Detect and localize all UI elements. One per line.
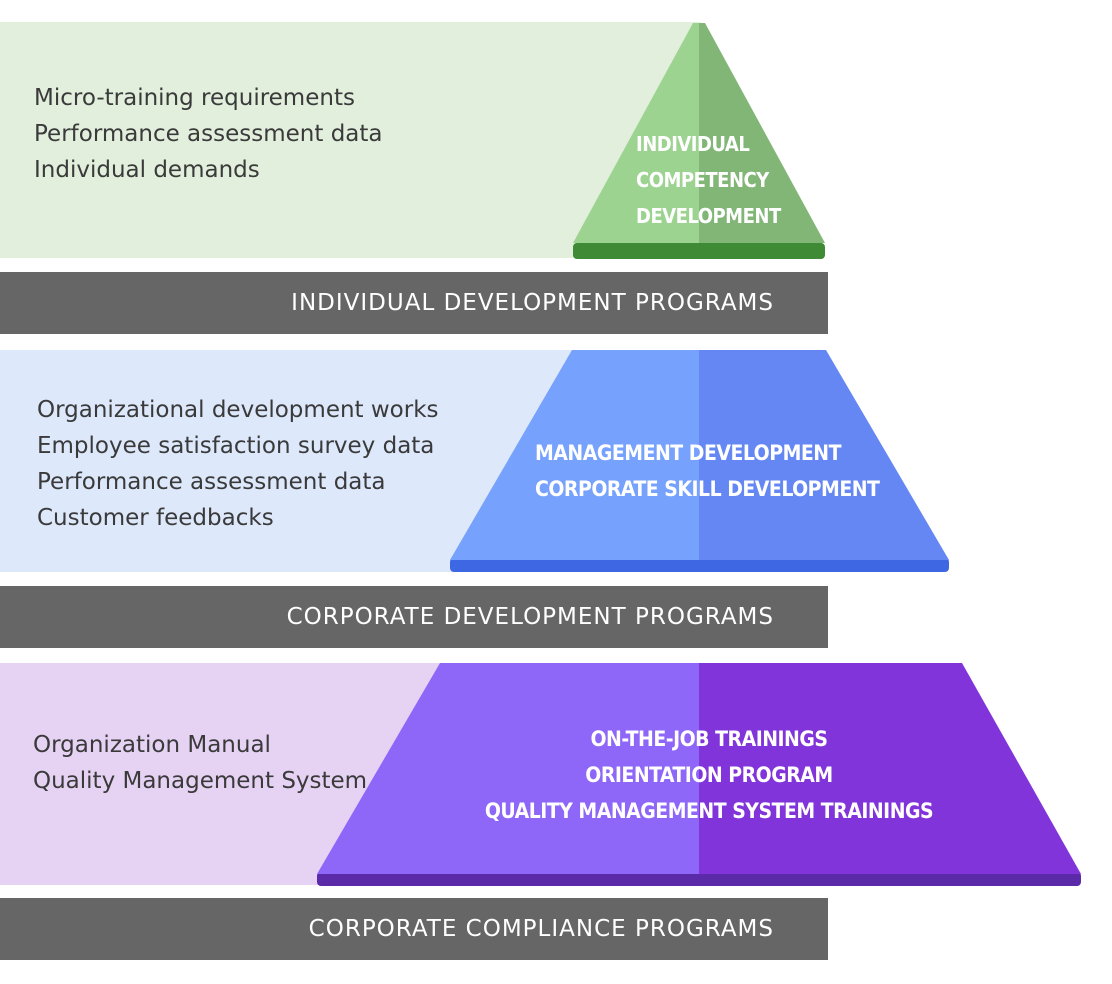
bar-label: CORPORATE DEVELOPMENT PROGRAMS <box>286 604 774 630</box>
tier-2-input-list: Organizational development works Employe… <box>37 392 439 536</box>
tier-3-shape-line: ON-THE-JOB TRAININGS <box>590 727 828 751</box>
tier-2-input-item: Customer feedbacks <box>37 505 274 531</box>
individual-development-programs-bar: INDIVIDUAL DEVELOPMENT PROGRAMS <box>0 272 828 334</box>
bar-label: CORPORATE COMPLIANCE PROGRAMS <box>308 916 774 942</box>
tier-1-input-item: Individual demands <box>34 157 260 183</box>
corporate-compliance-programs-bar: CORPORATE COMPLIANCE PROGRAMS <box>0 898 828 960</box>
corporate-development-programs-bar: CORPORATE DEVELOPMENT PROGRAMS <box>0 586 828 648</box>
tier-1-input-list: Micro-training requirements Performance … <box>34 80 383 188</box>
tier-2-trapezoid-left-face <box>450 350 699 560</box>
tier-3-input-item: Quality Management System <box>33 768 368 794</box>
tier-1-triangle-base <box>573 243 825 259</box>
tier-2-trapezoid-base <box>450 558 949 572</box>
tier-2-input-item: Employee satisfaction survey data <box>37 433 435 459</box>
tier-3-shape-line: ORIENTATION PROGRAM <box>585 763 833 787</box>
tier-1-triangle <box>573 23 825 259</box>
tier-2-trapezoid-right-face <box>699 350 949 560</box>
tier-1-triangle-left-face <box>573 23 699 243</box>
tier-1-shape-label: INDIVIDUAL COMPETENCY DEVELOPMENT <box>636 126 781 234</box>
tier-1-shape-line: DEVELOPMENT <box>636 204 781 228</box>
tier-1-background-band <box>0 22 700 258</box>
tier-1-input-item: Performance assessment data <box>34 121 383 147</box>
tier-1-shape-line: INDIVIDUAL <box>636 132 750 156</box>
tier-3-trapezoid <box>317 663 1081 886</box>
tier-2-trapezoid <box>450 350 949 572</box>
tier-1-triangle-right-face <box>699 23 825 243</box>
tier-1-shape-line: COMPETENCY <box>636 168 769 192</box>
tier-3-trapezoid-base <box>317 872 1081 886</box>
tier-2-input-item: Organizational development works <box>37 397 439 423</box>
tier-2-input-item: Performance assessment data <box>37 469 386 495</box>
tier-3-shape-label: ON-THE-JOB TRAININGS ORIENTATION PROGRAM… <box>482 721 936 829</box>
tier-3-trapezoid-right-face <box>699 663 1081 874</box>
tier-3-input-list: Organization Manual Quality Management S… <box>33 727 367 799</box>
tier-3-trapezoid-left-face <box>317 663 699 874</box>
tier-3-shape-line: QUALITY MANAGEMENT SYSTEM TRAININGS <box>484 799 934 823</box>
tier-2-shape-line: CORPORATE SKILL DEVELOPMENT <box>535 477 880 501</box>
tier-2-shape-label: MANAGEMENT DEVELOPMENT CORPORATE SKILL D… <box>535 435 880 507</box>
tier-2-shape-line: MANAGEMENT DEVELOPMENT <box>535 441 842 465</box>
tier-1-input-item: Micro-training requirements <box>34 85 355 111</box>
bar-label: INDIVIDUAL DEVELOPMENT PROGRAMS <box>291 290 774 316</box>
tier-3-input-item: Organization Manual <box>33 732 271 758</box>
